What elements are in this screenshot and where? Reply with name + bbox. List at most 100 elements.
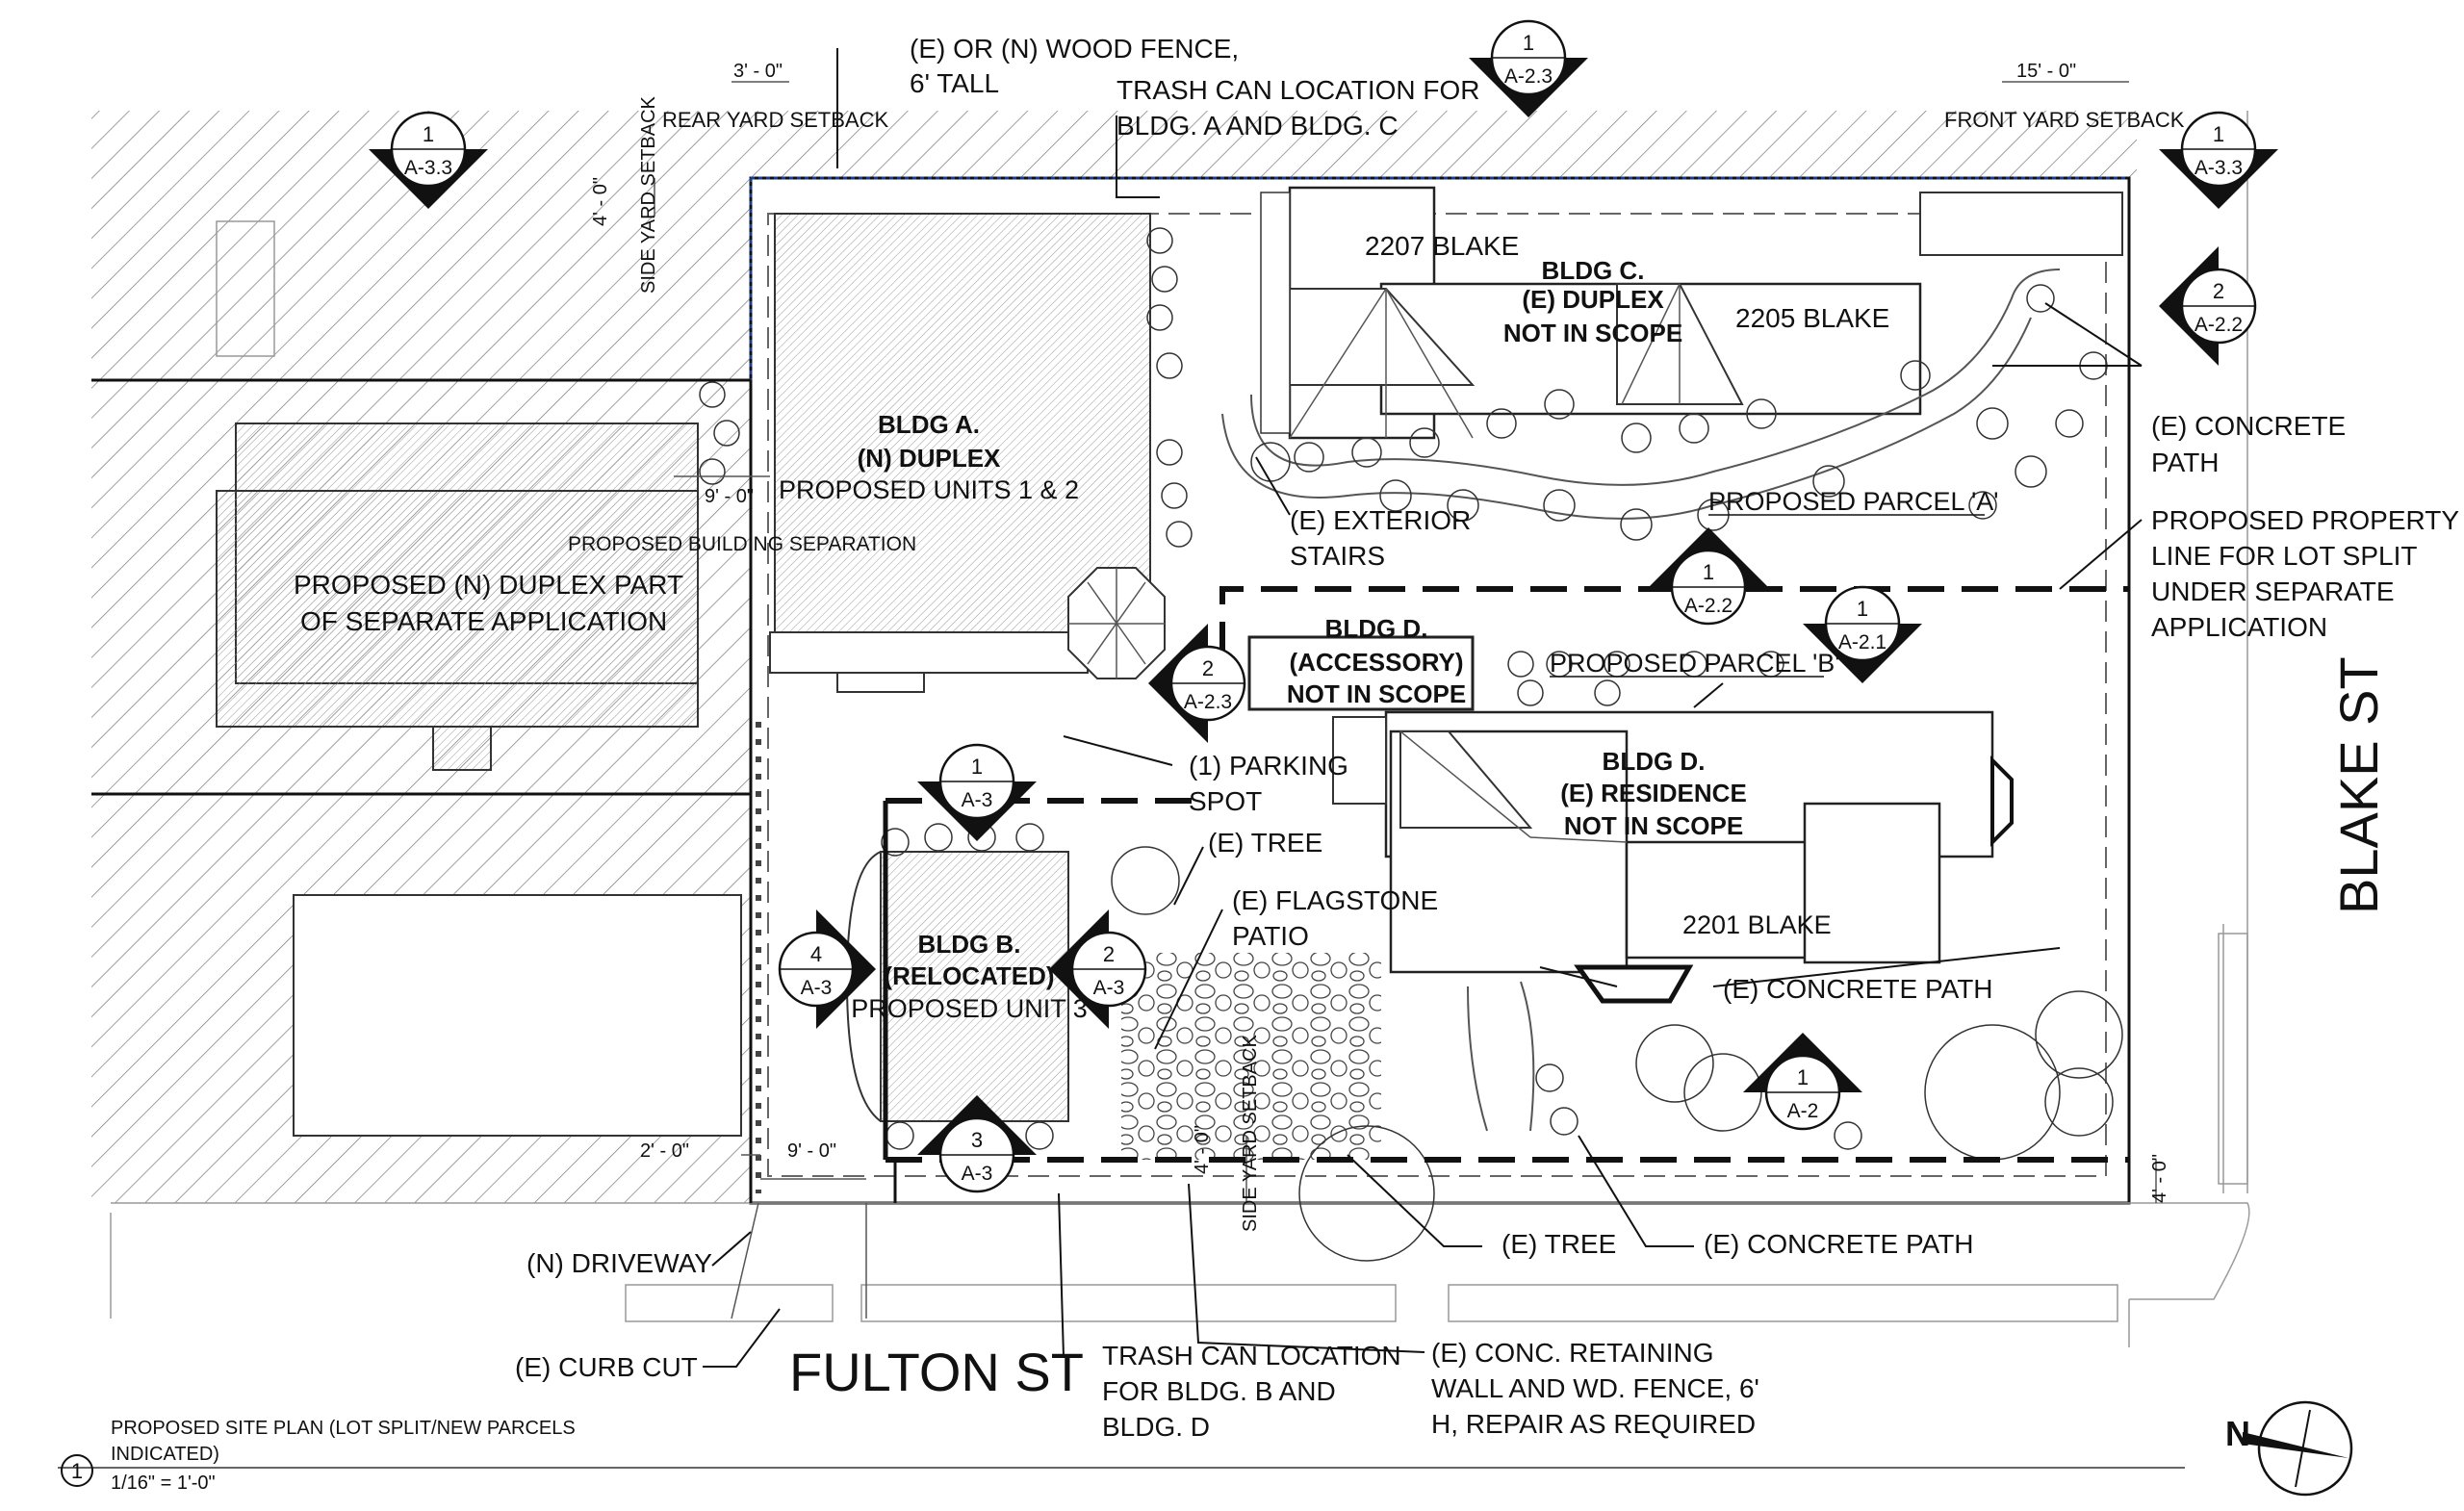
section-marker[interactable]: 1A-3.3 [369,111,488,209]
label-bldg-d-acc: BLDG D. [1325,614,1428,643]
section-marker[interactable]: 2A-2.3 [1148,624,1246,743]
section-marker[interactable]: 1A-2 [1743,1033,1862,1131]
label-side-setback-bot: SIDE YARD SETBACK [1240,1034,1261,1232]
label-trash-ac: TRASH CAN LOCATION FOR [1116,75,1480,105]
label-bldg-c: BLDG C. [1542,256,1645,285]
title-line-2: INDICATED) [111,1444,219,1465]
leader-lines [703,48,2143,1368]
label-trash-bd-2: FOR BLDG. B AND [1102,1376,1336,1406]
section-marker-sheet: A-2.3 [1504,65,1553,88]
concrete-path [1250,269,2061,486]
label-bldg-b-3: PROPOSED UNIT 3 [851,994,1088,1023]
section-marker-number: 3 [971,1128,983,1152]
section-marker-sheet: A-2.3 [1184,691,1232,713]
label-tree-2: (E) TREE [1502,1229,1616,1259]
title-line-1: PROPOSED SITE PLAN (LOT SPLIT/NEW PARCEL… [111,1418,576,1439]
label-wall-3: H, REPAIR AS REQUIRED [1431,1409,1756,1439]
label-trash-ac-2: BLDG. A AND BLDG. C [1116,111,1399,141]
dim-9ft: 9' - 0" [787,1140,836,1162]
dim-4ft-right: 4' - 0" [2149,1154,2170,1203]
label-bldg-b-2: (RELOCATED) [884,961,1054,990]
section-marker-number: 1 [1797,1065,1809,1089]
annotations: (E) OR (N) WOOD FENCE, 6' TALL TRASH CAN… [71,34,2459,1494]
north-label: N [2225,1414,2250,1453]
label-prop-line: PROPOSED PROPERTY [2151,505,2459,535]
label-fence-2: 6' TALL [910,68,999,98]
label-side-setback-top: SIDE YARD SETBACK [638,95,659,294]
flagstone-patio [1121,953,1381,1160]
label-concrete-path-bot: (E) CONCRETE PATH [1704,1229,1974,1259]
label-concrete-path-top-2: PATH [2151,448,2220,477]
label-fence: (E) OR (N) WOOD FENCE, [910,34,1239,64]
building-a[interactable] [769,213,1166,693]
label-addr-2207: 2207 BLAKE [1365,231,1519,261]
section-marker-number: 2 [1103,942,1115,966]
section-marker-sheet: A-2.1 [1838,631,1886,653]
building-b[interactable] [845,851,1069,1122]
label-driveway: (N) DRIVEWAY [526,1248,712,1278]
section-marker[interactable]: 4A-3 [778,909,876,1029]
label-trash-bd-3: BLDG. D [1102,1412,1210,1442]
label-parcel-a: PROPOSED PARCEL 'A' [1708,487,1998,516]
section-marker-sheet: A-3.3 [404,157,452,179]
north-arrow-icon [2243,1400,2353,1497]
label-parcel-b: PROPOSED PARCEL 'B' [1550,649,1839,678]
section-marker-number: 1 [423,122,434,146]
section-marker-number: 1 [2213,122,2224,146]
label-building-separation: PROPOSED BUILDING SEPARATION [568,533,916,555]
title-scale: 1/16" = 1'-0" [111,1473,216,1494]
driveway [731,712,897,1319]
front-dim: 15' - 0" [2016,61,2076,82]
section-marker[interactable]: 1A-2.1 [1803,585,1922,683]
label-duplex-separate: PROPOSED (N) DUPLEX PART [294,570,683,600]
section-marker[interactable]: 1A-3 [917,743,1037,841]
label-wall-2: WALL AND WD. FENCE, 6' [1431,1373,1759,1403]
label-bldg-d-acc-3: NOT IN SCOPE [1287,679,1466,708]
label-curb-cut: (E) CURB CUT [515,1352,698,1382]
section-marker[interactable]: 1A-2.3 [1469,19,1588,117]
neighbor-structures [91,111,2250,1347]
building-c[interactable] [1260,186,2123,440]
section-marker-number: 1 [1857,597,1868,621]
dim-2ft: 2' - 0" [640,1140,689,1162]
section-marker-number: 2 [1202,656,1214,680]
section-marker-sheet: A-3 [801,977,833,999]
street-blake: BLAKE ST [2328,656,2389,914]
label-duplex-separate-2: OF SEPARATE APPLICATION [300,606,667,636]
label-bldg-a-2: (N) DUPLEX [858,444,1001,473]
section-marker[interactable]: 1A-3.3 [2159,111,2278,209]
label-bldg-c-3: NOT IN SCOPE [1503,319,1682,347]
section-marker-sheet: A-3 [962,789,993,811]
section-marker[interactable]: 2A-3 [1049,909,1147,1029]
rear-dim: 3' - 0" [733,61,783,82]
label-trash-bd: TRASH CAN LOCATION [1102,1341,1401,1370]
section-marker[interactable]: 2A-2.2 [2159,246,2257,366]
label-concrete-path-top: (E) CONCRETE [2151,411,2346,441]
label-flagstone-2: PATIO [1232,921,1309,951]
trees [699,227,2123,1262]
label-bldg-b: BLDG B. [918,930,1021,959]
label-addr-2201: 2201 BLAKE [1682,910,1832,939]
label-front-setback: FRONT YARD SETBACK [1944,108,2185,132]
setback-lines [767,213,2107,1177]
label-bldg-c-2: (E) DUPLEX [1522,285,1664,314]
building-d-residence[interactable] [1332,710,2014,1004]
label-rear-setback: REAR YARD SETBACK [662,108,888,132]
section-marker-sheet: A-2 [1787,1100,1819,1122]
section-marker[interactable]: 3A-3 [917,1095,1037,1193]
street-fulton: FULTON ST [789,1342,1084,1402]
label-ext-stairs-2: STAIRS [1290,541,1385,571]
side-dim-bot: 4' - 0" [1192,1125,1213,1174]
label-prop-line-3: UNDER SEPARATE [2151,576,2395,606]
building-d-accessory[interactable] [1247,635,1475,711]
label-bldg-a-3: PROPOSED UNITS 1 & 2 [779,475,1079,504]
dimension-lines [654,81,2157,1203]
section-marker[interactable]: 1A-2.2 [1649,527,1768,626]
section-marker-sheet: A-3 [962,1163,993,1185]
label-ext-stairs: (E) EXTERIOR [1290,505,1471,535]
section-marker-number: 4 [810,942,822,966]
label-wall: (E) CONC. RETAINING [1431,1338,1713,1368]
title-number: 1 [71,1459,83,1483]
